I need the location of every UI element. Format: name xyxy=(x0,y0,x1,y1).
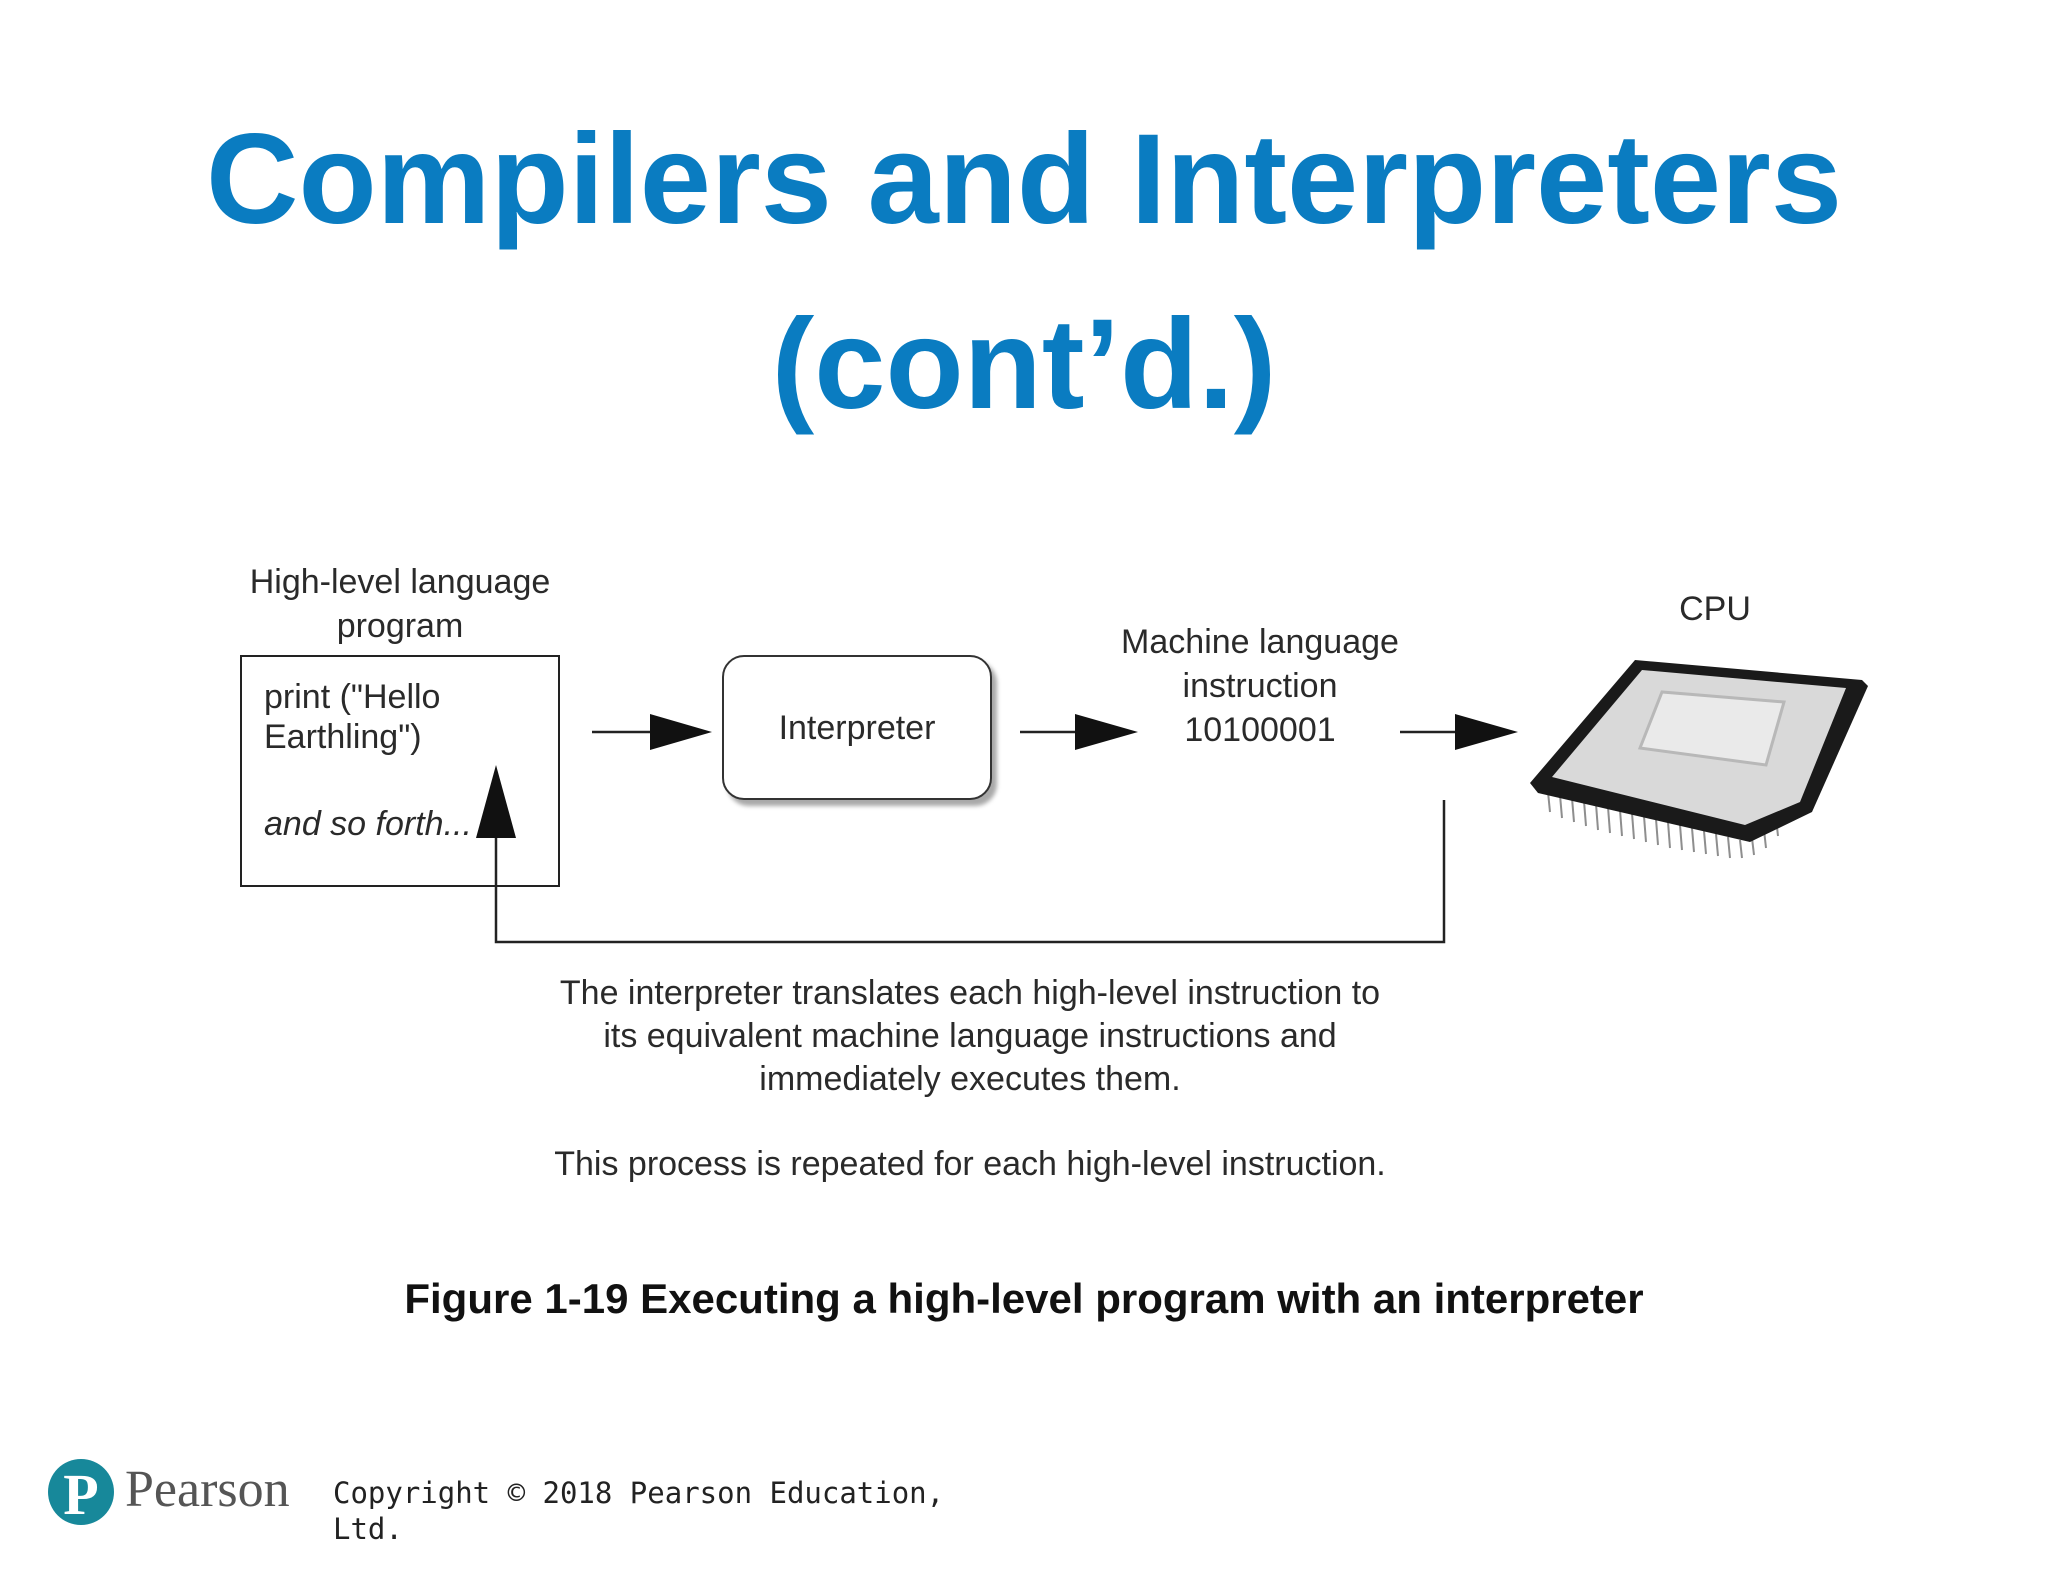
program-code: print ("Hello Earthling") xyxy=(264,677,524,757)
svg-text:P: P xyxy=(63,1462,98,1527)
arrow-program-to-interpreter xyxy=(592,714,712,750)
explanation-text: The interpreter translates each high-lev… xyxy=(500,972,1440,1101)
repeat-note-text: This process is repeated for each high-l… xyxy=(500,1142,1440,1186)
pearson-p-logo-icon: P xyxy=(48,1459,114,1527)
cpu-label: CPU xyxy=(1655,587,1775,631)
pearson-logo-wordmark: Pearson xyxy=(125,1458,290,1522)
copyright-text: Copyright © 2018 Pearson Education, Ltd. xyxy=(333,1475,944,1547)
machine-language-label: Machine language instruction xyxy=(1080,620,1440,708)
interpreter-label: Interpreter xyxy=(722,706,992,750)
figure-caption: Figure 1-19 Executing a high-level progr… xyxy=(0,1275,2048,1323)
program-more-text: and so forth... xyxy=(264,802,524,846)
loop-back-arrow xyxy=(476,765,1444,942)
high-level-program-label: High-level language program xyxy=(230,560,570,648)
cpu-chip-icon xyxy=(1530,660,1868,858)
machine-code: 10100001 xyxy=(1080,708,1440,752)
